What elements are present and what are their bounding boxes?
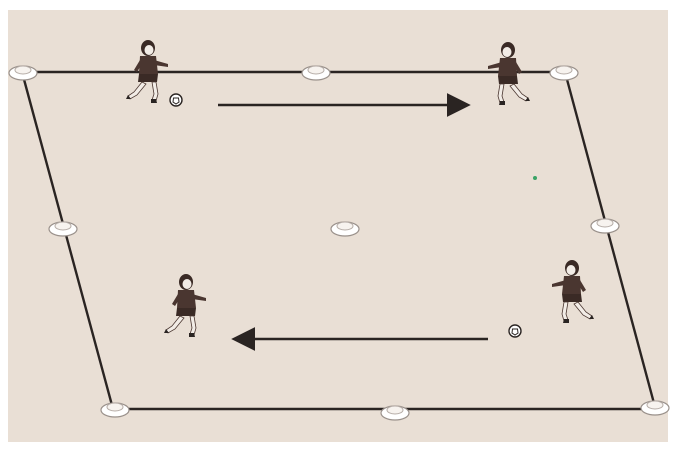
cone-corner-top-right (549, 65, 579, 81)
cone-corner-top-left (8, 65, 38, 81)
ball-top (169, 93, 183, 107)
accent-dot (533, 176, 537, 180)
cone-mid-left (48, 221, 78, 237)
boundary-right (563, 71, 657, 408)
cone-mid-right (590, 218, 620, 234)
cone-corner-bottom-left (100, 402, 130, 418)
boundary-left (20, 71, 115, 410)
cone-corner-bottom-right (640, 400, 670, 416)
cone-mid-bottom (380, 405, 410, 421)
cone-mid-top (301, 65, 331, 81)
ball-bottom (508, 324, 522, 338)
cone-center (330, 221, 360, 237)
